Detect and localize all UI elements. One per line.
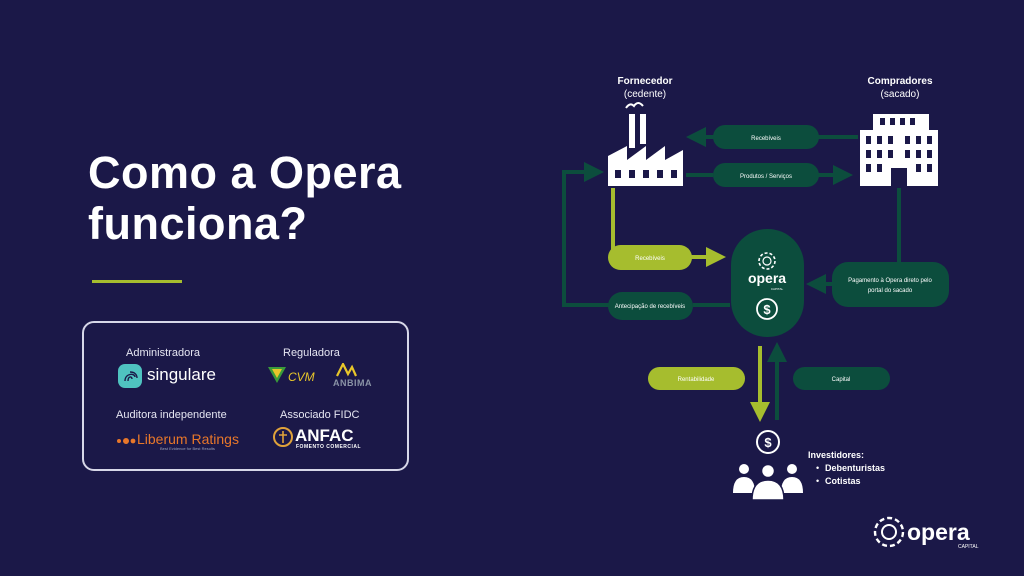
pill-produtos-text: Produtos / Serviços [740,174,792,180]
opera-center-sub: CAPITAL [771,287,784,291]
partners-card [82,321,409,471]
investidores-item-cotistas: Cotistas [825,476,861,486]
opera-logo-icon [758,252,776,270]
reguladora-label: Reguladora [283,347,340,359]
opera-center-brand: opera [748,270,786,286]
pill-pagamento-text-2: portal do sacado [868,288,913,294]
investidores-title: Investidores: [808,450,864,460]
svg-text:$: $ [764,435,772,450]
page-title: Como a Opera funciona? [88,147,402,249]
pill-antecipacao-text: Antecipação de recebíveis [615,304,685,310]
pill-rentabilidade-text: Rentabilidade [678,377,715,383]
footer-opera-logo-icon [873,516,905,548]
pill-antecipacao [608,292,693,320]
pill-recebiveis-top-text: Recebíveis [751,136,781,142]
liberum-tagline: Best Evidence for Best Results [160,446,215,451]
building-icon [860,114,938,186]
pill-recebiveis-top [713,125,819,149]
pill-pagamento [832,262,949,307]
singulare-logo-text: singulare [147,365,216,384]
pill-recebiveis-left-text: Recebíveis [635,256,665,262]
auditora-label: Auditora independente [116,409,227,421]
anfac-logo-sub: FOMENTO COMERCIAL [296,444,362,450]
fornecedor-subtitle: (cedente) [624,89,666,100]
compradores-subtitle: (sacado) [881,89,920,100]
liberum-logo-icon [116,433,136,444]
anbima-logo-text: ANBIMA [333,378,372,388]
administradora-label: Administradora [126,347,200,359]
singulare-logo-icon [118,364,142,388]
opera-center-node [731,229,804,337]
pill-capital [793,367,890,390]
anfac-logo-text: ANFAC [295,426,354,445]
pill-capital-text: Capital [832,377,851,383]
cvm-logo-icon [266,365,288,385]
factory-icon [608,102,683,186]
cvm-logo-text: CVM [288,370,315,384]
pill-produtos [713,163,819,187]
footer-opera-brand: opera [907,519,970,545]
pill-pagamento-text-1: Pagamento à Opera direto pelo [848,278,932,284]
liberum-logo-text: Liberum Ratings [137,431,239,447]
fornecedor-title: Fornecedor [617,76,672,87]
investidores-item-debenturistas: Debenturistas [825,463,885,473]
anbima-logo-icon [335,361,358,377]
investidores-bullet-1: • [816,463,819,473]
investidores-bullet-2: • [816,476,819,486]
pill-recebiveis-left [608,245,692,270]
investors-icon: $ [733,430,803,501]
compradores-title: Compradores [867,76,932,87]
footer-opera-sub: CAPITAL [958,544,979,550]
associado-label: Associado FIDC [280,409,360,421]
anfac-logo-icon [272,426,294,448]
dollar-coin-icon: $ [756,298,778,320]
title-underline [92,280,182,283]
pill-rentabilidade [648,367,745,390]
svg-text:$: $ [763,302,771,317]
